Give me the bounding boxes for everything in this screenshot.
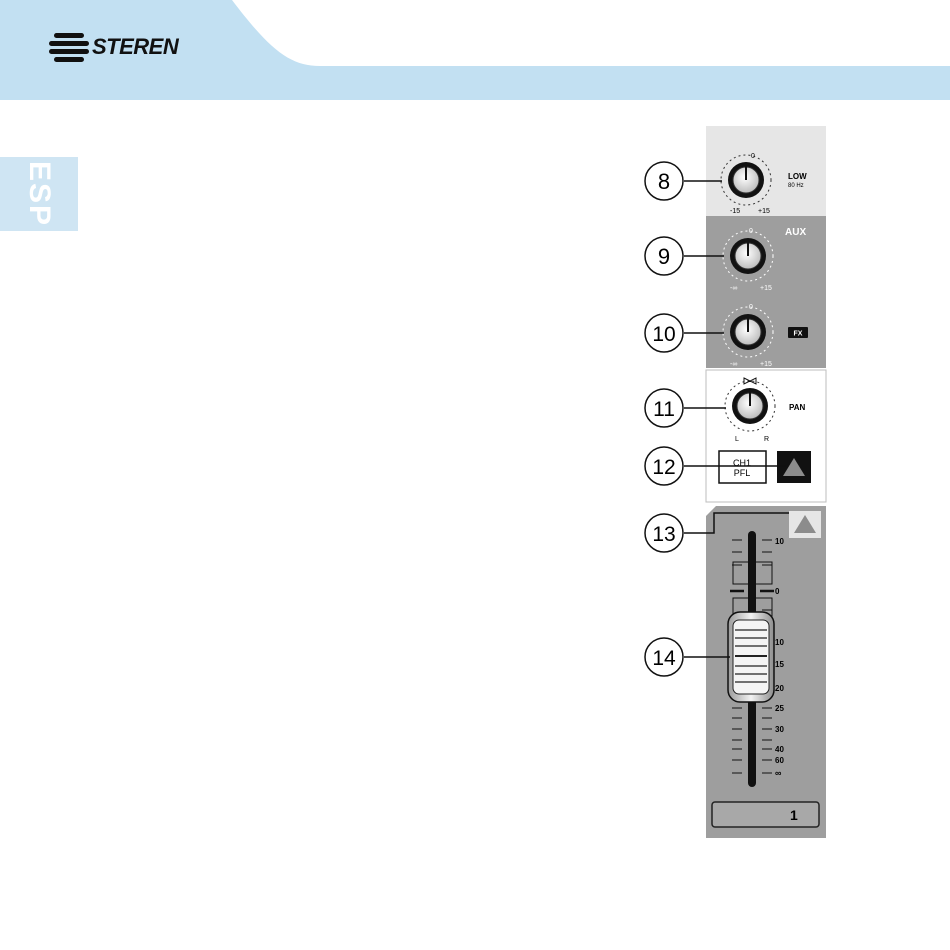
peak-indicator [789, 511, 821, 538]
callout-11-number: 11 [653, 398, 675, 421]
fx-badge-label: FX [794, 331, 803, 338]
callout-10-number: 10 [652, 323, 675, 346]
fader-scale-label: 0 [775, 587, 780, 596]
eq-panel [706, 126, 826, 216]
aux-section-label: AUX [785, 227, 806, 238]
fader-scale-label: 60 [775, 756, 784, 765]
low-label: LOW [788, 172, 807, 181]
aux-knob-top-label: 0 [749, 228, 753, 235]
channel-fader[interactable] [728, 612, 774, 702]
callout-11: 11 [645, 389, 683, 427]
fader-scale-label: 25 [775, 704, 784, 713]
aux-panel [706, 216, 826, 368]
channel-number: 1 [790, 807, 798, 823]
callout-9-number: 9 [658, 244, 670, 269]
low-knob-top-label: 0 [751, 153, 755, 160]
low-frequency-label: 80 Hz [788, 183, 804, 189]
pan-label: PAN [789, 403, 806, 412]
fader-scale-label: 40 [775, 745, 784, 754]
callout-8: 8 [645, 162, 683, 200]
low-knob-max-label: +15 [758, 208, 770, 215]
pfl-indicator [777, 451, 811, 483]
callout-14-number: 14 [652, 647, 676, 670]
aux-knob-min-label: -∞ [730, 285, 737, 292]
fader-scale-label: 10 [775, 537, 784, 546]
fx-knob-max-label: +15 [760, 361, 772, 368]
aux-knob-max-label: +15 [760, 285, 772, 292]
callout-9: 9 [645, 237, 683, 275]
callout-14: 14 [645, 638, 683, 676]
fader-scale-label: 20 [775, 684, 784, 693]
fader-scale-label: 10 [775, 638, 784, 647]
pan-left-label: L [735, 436, 739, 443]
callout-13: 13 [645, 514, 683, 552]
fx-knob-min-label: -∞ [730, 361, 737, 368]
fx-knob-top-label: 0 [749, 304, 753, 311]
callout-13-number: 13 [652, 523, 675, 546]
fader-scale-label: ∞ [775, 768, 782, 778]
pfl-button[interactable]: CH1 PFL [719, 451, 766, 483]
channel-number-plate [712, 802, 819, 827]
pan-right-label: R [764, 436, 769, 443]
callout-10: 10 [645, 314, 683, 352]
callout-8-number: 8 [658, 169, 670, 194]
fader-scale-label: 15 [775, 660, 784, 669]
low-knob-min-label: -15 [730, 208, 740, 215]
callout-12: 12 [645, 447, 683, 485]
fader-scale-label: 30 [775, 725, 784, 734]
callout-12-number: 12 [652, 456, 675, 479]
pfl-button-line2: PFL [734, 468, 751, 478]
